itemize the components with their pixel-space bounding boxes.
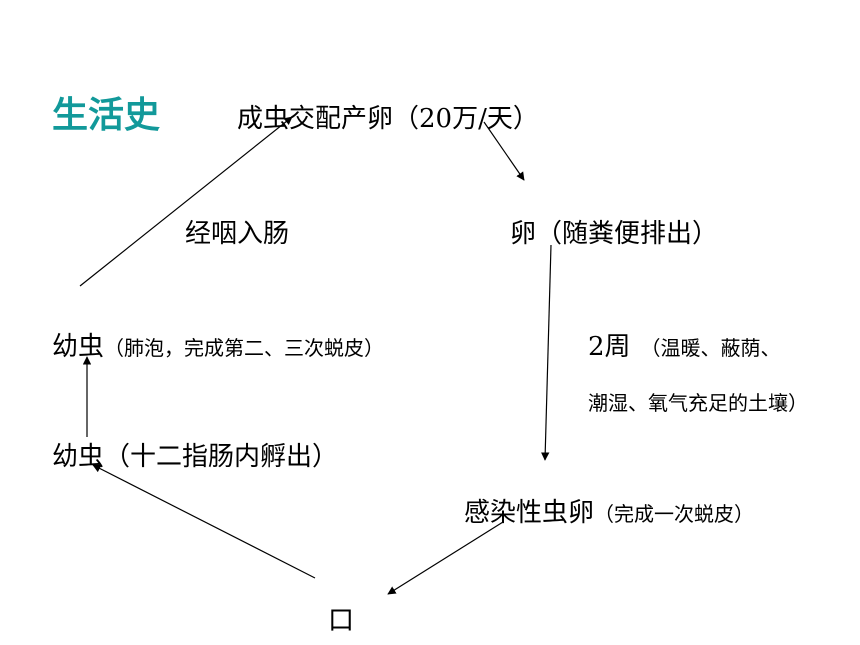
node-larva-lung-label: 幼虫 xyxy=(52,332,105,362)
node-two-weeks-note-2: 潮湿、氧气充足的土壤） xyxy=(588,391,808,415)
arrow-egg-to-infective-egg xyxy=(541,244,552,461)
node-two-weeks-label: 2周 xyxy=(588,332,631,362)
node-infective-egg-note: （完成一次蜕皮） xyxy=(594,502,755,526)
arrow-mouth-to-larva-duodenum xyxy=(92,464,316,579)
node-two-weeks-note-1: （温暖、蔽荫、 xyxy=(640,336,781,360)
node-swallow-into-intestine: 经咽入肠 xyxy=(185,219,290,249)
node-egg-excreted: 卵（随粪便排出） xyxy=(510,219,719,249)
node-larva-lung-note: （肺泡，完成第二、三次蜕皮） xyxy=(104,336,385,360)
arrow-infective-egg-to-mouth xyxy=(387,521,504,595)
arrow-larva-lung-to-adult xyxy=(79,116,293,287)
arrow-adult-to-egg xyxy=(483,121,525,181)
node-two-weeks: 2周 （温暖、蔽荫、 xyxy=(588,334,781,360)
node-mouth: 口 xyxy=(328,606,355,636)
node-infective-egg: 感染性虫卵（完成一次蜕皮） xyxy=(464,500,754,526)
node-infective-egg-label: 感染性虫卵 xyxy=(464,498,595,528)
node-larva-lung: 幼虫（肺泡，完成第二、三次蜕皮） xyxy=(52,334,384,360)
diagram-title: 生活史 xyxy=(52,95,161,136)
